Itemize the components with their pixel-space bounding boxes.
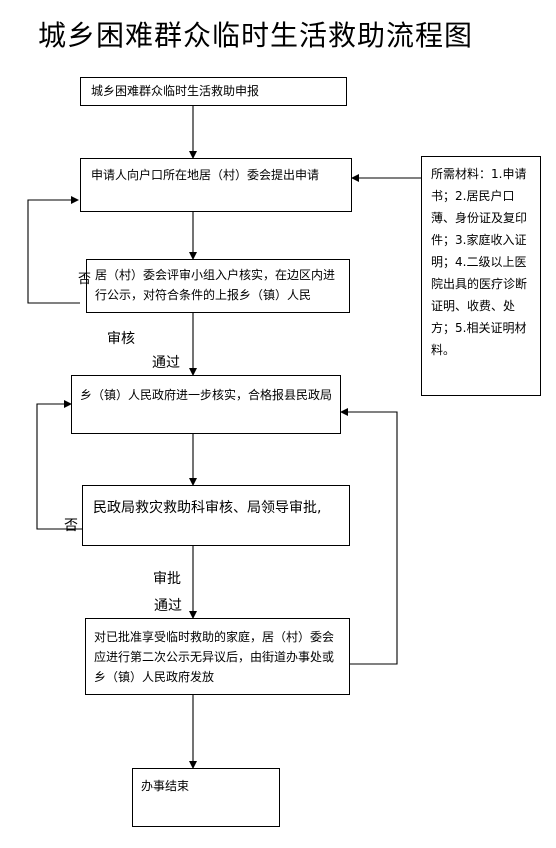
- label-tongguo-2: 通过: [154, 598, 182, 614]
- box-review: 居（村）委会评审小组入户核实，在边区内进行公示，对符合条件的上报乡（镇）人民: [86, 259, 350, 313]
- label-shenpi: 审批: [153, 571, 181, 587]
- box-end-text: 办事结束: [141, 779, 190, 793]
- label-no-review: 否: [78, 272, 92, 287]
- label-no-bureau: 否: [64, 518, 78, 534]
- box-submit: 申请人向户口所在地居（村）委会提出申请: [80, 158, 352, 212]
- box-township-text: 乡（镇）人民政府进一步核实，合格报县民政局: [80, 388, 333, 402]
- page-title: 城乡困难群众临时生活救助流程图: [38, 19, 474, 52]
- box-bureau-text: 民政局救灾救助科审核、局领导审批,: [93, 500, 322, 516]
- box-apply: 城乡困难群众临时生活救助申报: [80, 77, 347, 106]
- box-submit-text: 申请人向户口所在地居（村）委会提出申请: [91, 168, 320, 182]
- box-end: 办事结束: [132, 768, 280, 827]
- box-apply-text: 城乡困难群众临时生活救助申报: [91, 84, 260, 98]
- box-review-text: 居（村）委会评审小组入户核实，在边区内进行公示，对符合条件的上报乡（镇）人民: [95, 268, 336, 302]
- loop-bureau-reject: [36, 400, 82, 530]
- loop-publicity-to-township: [340, 408, 398, 665]
- box-materials: 所需材料：1.申请书；2.居民户口薄、身份证及复印件；3.家庭收入证明；4.二级…: [421, 156, 541, 396]
- label-tongguo-1: 通过: [152, 355, 180, 371]
- box-publicity-text: 对已批准享受临时救助的家庭，居（村）委会应进行第二次公示无异议后，由街道办事处或…: [94, 630, 335, 684]
- box-bureau: 民政局救灾救助科审核、局领导审批,: [82, 485, 350, 546]
- label-shenhe: 审核: [107, 331, 135, 347]
- box-materials-text: 所需材料：1.申请书；2.居民户口薄、身份证及复印件；3.家庭收入证明；4.二级…: [431, 167, 528, 357]
- loop-review-reject: [27, 196, 80, 304]
- box-publicity: 对已批准享受临时救助的家庭，居（村）委会应进行第二次公示无异议后，由街道办事处或…: [85, 618, 350, 695]
- box-township: 乡（镇）人民政府进一步核实，合格报县民政局: [71, 375, 341, 434]
